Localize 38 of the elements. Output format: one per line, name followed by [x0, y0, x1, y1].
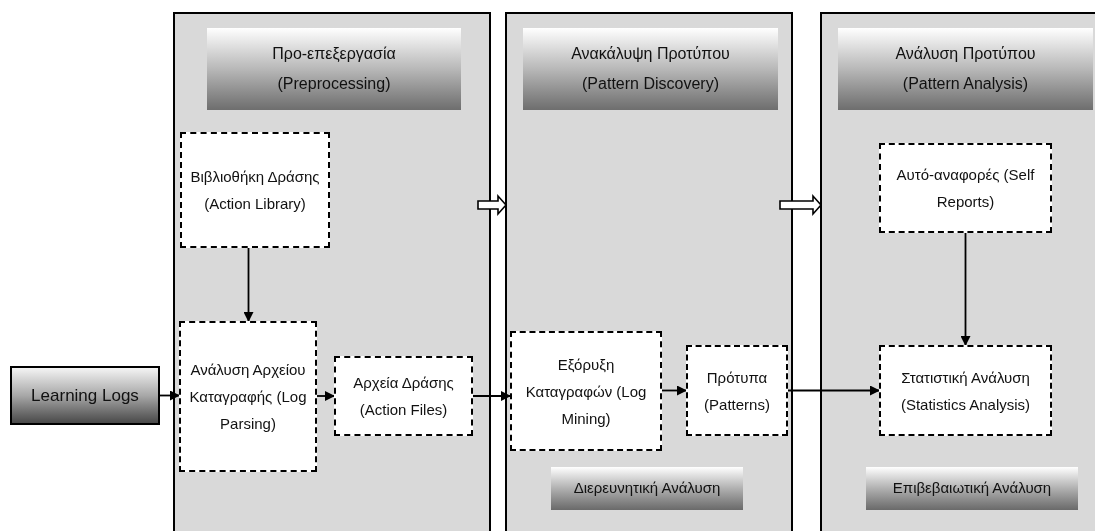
input-box	[10, 366, 160, 425]
header-label: Προ-επεξεργασία (Preprocessing)	[271, 44, 397, 94]
stage-panel	[505, 12, 793, 531]
process-box	[879, 143, 1052, 233]
process-box	[179, 321, 317, 472]
process-box	[510, 331, 662, 451]
block-arrow	[477, 193, 508, 217]
box-label: Learning Logs	[31, 384, 139, 407]
header-label: Ανάλυση Προτύπου (Pattern Analysis)	[894, 44, 1037, 94]
arrow	[243, 247, 254, 322]
band-label: Επιβεβαιωτική Ανάλυση	[892, 478, 1052, 499]
stage-panel	[820, 12, 1095, 531]
process-box	[180, 132, 330, 248]
block-arrow	[779, 193, 823, 217]
process-label: Πρότυπα (Patterns)	[703, 367, 771, 415]
stage-header	[838, 28, 1093, 110]
analysis-band	[866, 467, 1078, 510]
arrow	[960, 232, 971, 346]
process-label: Εξόρυξη Καταγραφών (Log Mining)	[524, 354, 648, 429]
process-label: Βιβλιοθήκη Δράσης (Action Library)	[189, 167, 321, 214]
arrow	[472, 391, 511, 401]
process-label: Στατιστική Ανάλυση (Statistics Analysis)	[899, 367, 1032, 415]
arrow	[787, 385, 880, 396]
stage-header	[207, 28, 461, 110]
stage-panel	[173, 12, 491, 531]
process-box	[334, 356, 473, 436]
process-label: Αρχεία Δράσης (Action Files)	[352, 373, 455, 420]
arrow	[159, 390, 180, 401]
header-label: Ανακάλυψη Προτύπου (Pattern Discovery)	[570, 44, 731, 94]
process-label: Αυτό-αναφορές (Self Reports)	[895, 165, 1036, 212]
stage-header	[523, 28, 778, 110]
process-box	[686, 345, 788, 436]
arrow	[316, 391, 335, 401]
band-label: Διερευνητική Ανάλυση	[573, 478, 721, 499]
arrow	[661, 385, 687, 396]
process-label: Ανάλυση Αρχείου Καταγραφής (Log Parsing)	[188, 360, 308, 434]
process-box	[879, 345, 1052, 436]
analysis-band	[551, 467, 743, 510]
